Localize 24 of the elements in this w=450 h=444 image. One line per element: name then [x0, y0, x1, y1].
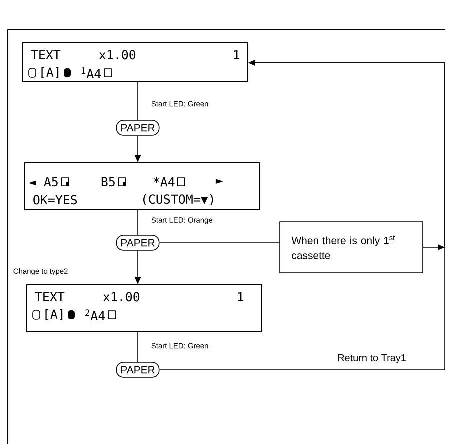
paper-key: PAPER — [116, 362, 160, 378]
lcd-text: B5 — [102, 177, 115, 187]
lcd-screen — [26, 284, 262, 332]
lcd-text: TEXT — [35, 292, 65, 302]
lcd-text: [A] — [46, 309, 63, 321]
lcd-screen — [24, 162, 260, 210]
lcd-text: (CUSTOM=▼) — [144, 194, 214, 206]
lcd-text: ◄ A5 — [28, 177, 58, 187]
paper-key: PAPER — [116, 235, 160, 251]
lcd-text: [A] — [42, 67, 59, 79]
edge-label: Return to Tray1 — [336, 354, 408, 364]
lcd-text: OK=YES — [34, 195, 78, 205]
lcd-text: 1 — [238, 292, 244, 302]
lcd-text: $^{2}$A4 — [86, 310, 106, 320]
note-box: When there is only 1$^{st}$ cassette — [280, 222, 424, 274]
lcd-text: x1.00 — [103, 292, 140, 302]
lcd-text: TEXT — [31, 50, 61, 60]
lcd-text: 1 — [234, 50, 240, 60]
paper-key: PAPER — [116, 120, 160, 136]
lcd-text: *A4 — [154, 177, 175, 187]
lcd-text: $^{1}$A4 — [82, 68, 102, 78]
lcd-screen — [22, 42, 248, 82]
lcd-text: x1.00 — [99, 50, 136, 60]
lcd-text: ► — [216, 179, 224, 184]
